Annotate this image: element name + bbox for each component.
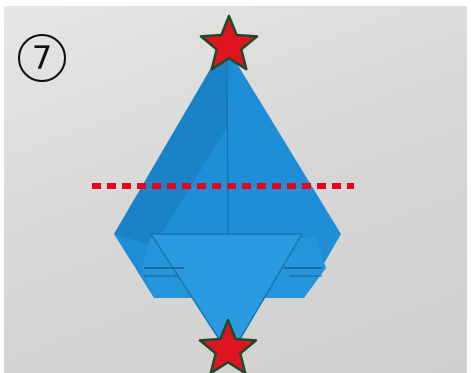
origami-photo: 7	[4, 6, 467, 373]
star-icon	[200, 320, 256, 373]
step-number-badge: 7	[18, 34, 66, 82]
origami-illustration	[4, 6, 467, 373]
step-number: 7	[32, 42, 52, 74]
